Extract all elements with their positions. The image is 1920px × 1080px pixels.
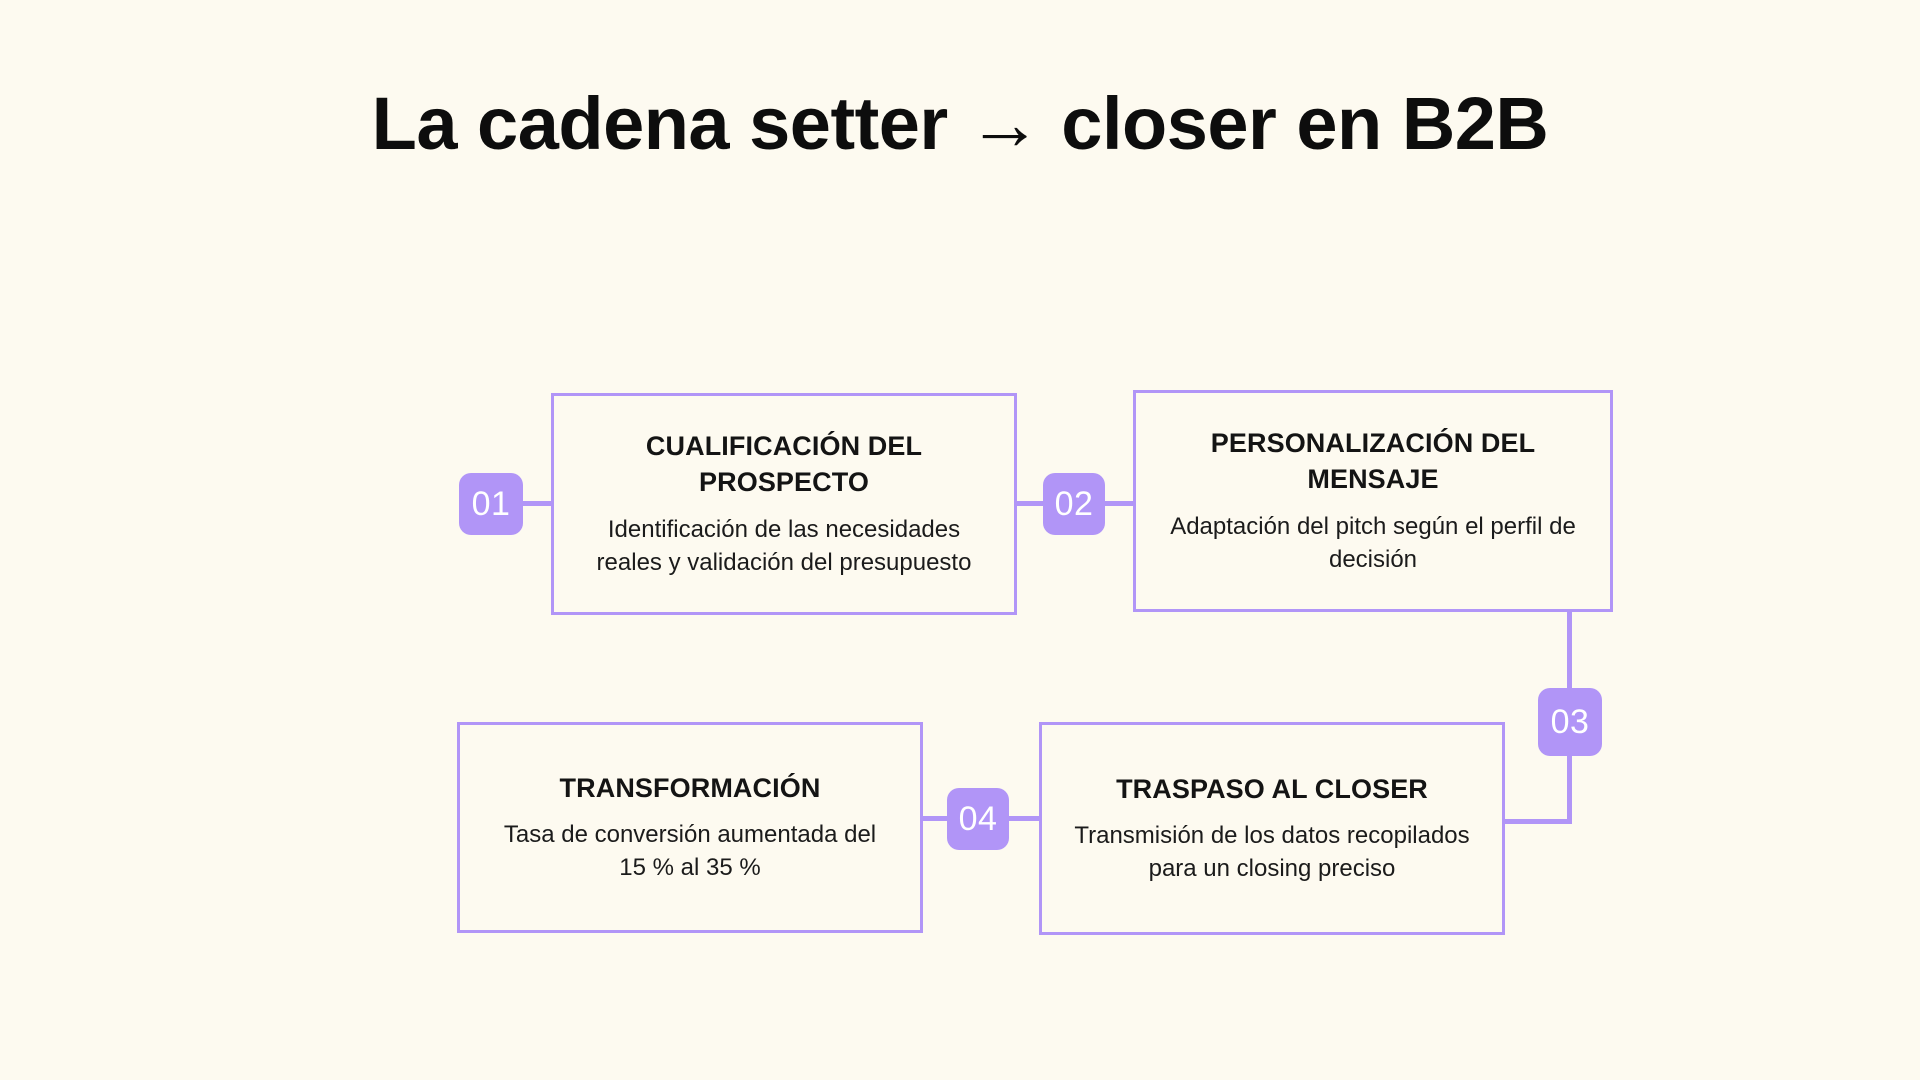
step-card-4-description: Tasa de conversión aumentada del 15 % al… <box>503 821 877 882</box>
step-card-3[interactable]: TRASPASO AL CLOSER Transmisión de los da… <box>1039 722 1505 935</box>
page-title: La cadena setter → closer en B2B <box>371 82 1549 165</box>
connector-step2-down-to-badge03 <box>1567 609 1572 693</box>
step-card-2-title: PERSONALIZACIÓN DEL MENSAJE <box>1210 428 1536 494</box>
step-card-3-title: TRASPASO AL CLOSER <box>1116 773 1428 804</box>
connector-badge02-to-step2 <box>1102 501 1136 506</box>
connector-badge03-to-step3 <box>1502 819 1572 824</box>
connector-badge01-to-step1 <box>520 501 554 506</box>
step-card-1-title: CUALIFICACIÓN DEL PROSPECTO <box>645 431 923 497</box>
connector-step1-to-badge02 <box>1014 501 1046 506</box>
connector-badge03-down <box>1567 752 1572 824</box>
step-card-4[interactable]: TRANSFORMACIÓN Tasa de conversión aument… <box>457 722 923 933</box>
step-card-2-description: Adaptación del pitch según el perfil de … <box>1170 512 1576 573</box>
step-badge-04[interactable]: 04 <box>947 788 1009 850</box>
step-card-3-description: Transmisión de los datos recopilados par… <box>1074 822 1470 883</box>
step-card-4-title: TRANSFORMACIÓN <box>559 772 821 803</box>
step-card-1-description: Identificación de las necesidades reales… <box>596 515 972 576</box>
step-card-2[interactable]: PERSONALIZACIÓN DEL MENSAJE Adaptación d… <box>1133 390 1613 612</box>
connector-step3-to-badge04 <box>1006 816 1042 821</box>
step-badge-03[interactable]: 03 <box>1538 688 1602 756</box>
connector-badge04-to-step4 <box>919 816 950 821</box>
step-badge-01[interactable]: 01 <box>459 473 523 535</box>
step-badge-02[interactable]: 02 <box>1043 473 1105 535</box>
step-card-1[interactable]: CUALIFICACIÓN DEL PROSPECTO Identificaci… <box>551 393 1017 615</box>
